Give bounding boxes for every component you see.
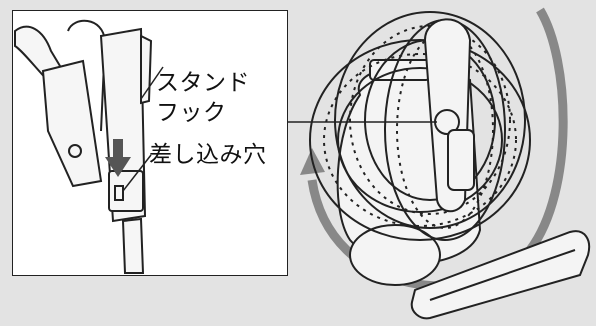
- detail-drawing: [14, 19, 164, 274]
- handle-detail: [14, 19, 107, 188]
- handle-on-vacuum: [423, 18, 475, 213]
- stand-hook-leader: [140, 66, 164, 100]
- detail-inset: スタンド フック 差し込み穴: [12, 10, 288, 276]
- insert-slot-label: 差し込み穴: [149, 142, 267, 168]
- wand-pipe: [99, 27, 153, 274]
- insert-slot-leader: [122, 154, 152, 192]
- stand-hook-label-line2: フック: [156, 100, 227, 126]
- down-arrow-icon: [105, 139, 131, 177]
- stand-hook-label-line1: スタンド: [156, 70, 250, 96]
